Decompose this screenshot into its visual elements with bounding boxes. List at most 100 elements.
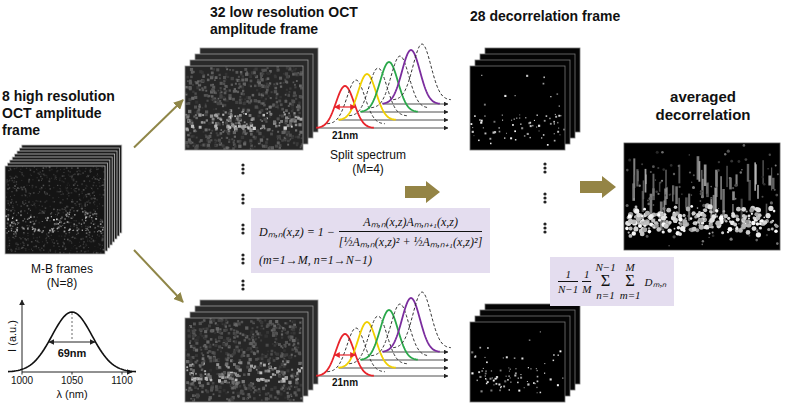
- oct-frame-stack: [221, 91, 223, 93]
- oct-frame-stack: [230, 113, 232, 115]
- oct-frame-stack: [293, 95, 295, 97]
- oct-frame-stack: [289, 134, 292, 137]
- oct-frame-stack: [46, 200, 48, 202]
- oct-frame-stack: [39, 188, 41, 190]
- oct-frame-stack: [257, 81, 259, 83]
- oct-frame-stack: [35, 186, 37, 188]
- oct-frame-stack: [299, 131, 302, 134]
- oct-frame-stack: [39, 230, 40, 231]
- oct-frame-stack: [300, 87, 303, 90]
- oct-frame-stack: [59, 252, 61, 254]
- oct-frame-stack: [80, 238, 82, 240]
- oct-frame-stack: [20, 195, 22, 197]
- oct-frame-stack: [35, 246, 37, 248]
- oct-frame-stack: [59, 226, 60, 227]
- oct-frame-stack: [185, 66, 303, 150]
- oct-frame-stack: [77, 230, 79, 232]
- oct-frame-stack: [17, 227, 18, 228]
- oct-frame-stack: [21, 248, 22, 249]
- oct-frame-stack: [77, 227, 78, 228]
- oct-frame-stack: [278, 137, 281, 140]
- oct-frame-stack: [55, 177, 56, 178]
- oct-frame-stack: [96, 237, 98, 239]
- oct-frame-stack: [88, 168, 90, 170]
- oct-frame-stack: [265, 92, 268, 95]
- oct-frame-stack: [38, 242, 40, 244]
- oct-frame-stack: [19, 222, 21, 224]
- oct-frame-stack: [16, 167, 17, 168]
- oct-frame-stack: [86, 186, 87, 187]
- oct-frame-stack: [24, 194, 25, 195]
- oct-frame-stack: [239, 140, 242, 143]
- oct-frame-stack: [49, 185, 51, 187]
- oct-frame-stack: [34, 246, 35, 247]
- oct-frame-stack: [289, 91, 291, 93]
- oct-frame-stack: [289, 103, 292, 106]
- oct-frame-stack: [198, 83, 201, 86]
- oct-frame-stack: [245, 113, 247, 115]
- oct-frame-stack: [245, 73, 248, 76]
- oct-frame-stack: [82, 193, 83, 194]
- oct-frame-stack: [216, 324, 218, 326]
- oct-frame-stack: [291, 70, 293, 72]
- oct-frame-stack: [20, 214, 22, 216]
- oct-frame-stack: [71, 192, 73, 194]
- oct-frame-stack: [230, 117, 232, 119]
- oct-frame-stack: [189, 122, 192, 125]
- oct-frame-stack: [228, 130, 230, 132]
- oct-frame-stack: [39, 205, 40, 206]
- oct-frame-stack: [260, 119, 262, 121]
- oct-frame-stack: [202, 354, 204, 356]
- oct-frame-stack: [242, 108, 245, 111]
- oct-frame-stack: [82, 230, 83, 231]
- oct-frame-stack: [85, 230, 86, 231]
- oct-frame-stack: [217, 349, 219, 351]
- oct-frame-stack: [273, 84, 276, 87]
- oct-frame-stack: [12, 217, 13, 218]
- oct-frame-stack: [260, 109, 263, 112]
- oct-frame-stack: [214, 139, 216, 141]
- oct-frame-stack: [269, 111, 271, 113]
- oct-frame-stack: [291, 106, 294, 109]
- oct-frame-stack: [16, 201, 18, 203]
- oct-frame-stack: [284, 322, 286, 324]
- oct-frame-stack: [261, 69, 264, 72]
- oct-frame-stack: [217, 100, 219, 102]
- oct-frame-stack: [215, 128, 218, 131]
- oct-frame-stack: [10, 196, 12, 198]
- oct-frame-stack: [289, 87, 291, 89]
- oct-frame-stack: [34, 223, 36, 225]
- oct-frame-stack: [191, 113, 193, 115]
- oct-frame-stack: [16, 190, 18, 192]
- oct-frame-stack: [83, 247, 85, 249]
- oct-frame-stack: [6, 192, 7, 193]
- oct-frame-stack: [215, 339, 217, 341]
- oct-frame-stack: [90, 226, 92, 228]
- oct-frame-stack: [285, 377, 288, 380]
- oct-frame-stack: [16, 220, 18, 222]
- oct-frame-stack: [65, 223, 66, 224]
- oct-frame-stack: [185, 114, 187, 116]
- oct-frame-stack: [285, 136, 287, 138]
- oct-frame-stack: [280, 86, 282, 88]
- oct-frame-stack: [286, 131, 288, 133]
- oct-frame-stack: [32, 201, 33, 202]
- oct-frame-stack: [188, 102, 191, 105]
- oct-frame-stack: [286, 66, 289, 69]
- oct-frame-stack: [67, 187, 68, 188]
- oct-frame-stack: [29, 218, 30, 219]
- oct-frame-stack: [243, 93, 246, 96]
- oct-frame-stack: [193, 384, 195, 386]
- oct-frame-stack: [250, 80, 253, 83]
- oct-frame-stack: [255, 75, 258, 78]
- oct-frame-stack: [44, 210, 46, 212]
- oct-frame-stack: [258, 378, 260, 380]
- oct-frame-stack: [84, 204, 86, 206]
- oct-frame-stack: [243, 373, 246, 376]
- oct-frame-stack: [277, 139, 279, 141]
- oct-frame-stack: [14, 188, 15, 189]
- oct-frame-stack: [84, 214, 86, 216]
- oct-frame-stack: [56, 167, 58, 169]
- oct-frame-stack: [293, 82, 295, 84]
- oct-frame-stack: [257, 379, 260, 382]
